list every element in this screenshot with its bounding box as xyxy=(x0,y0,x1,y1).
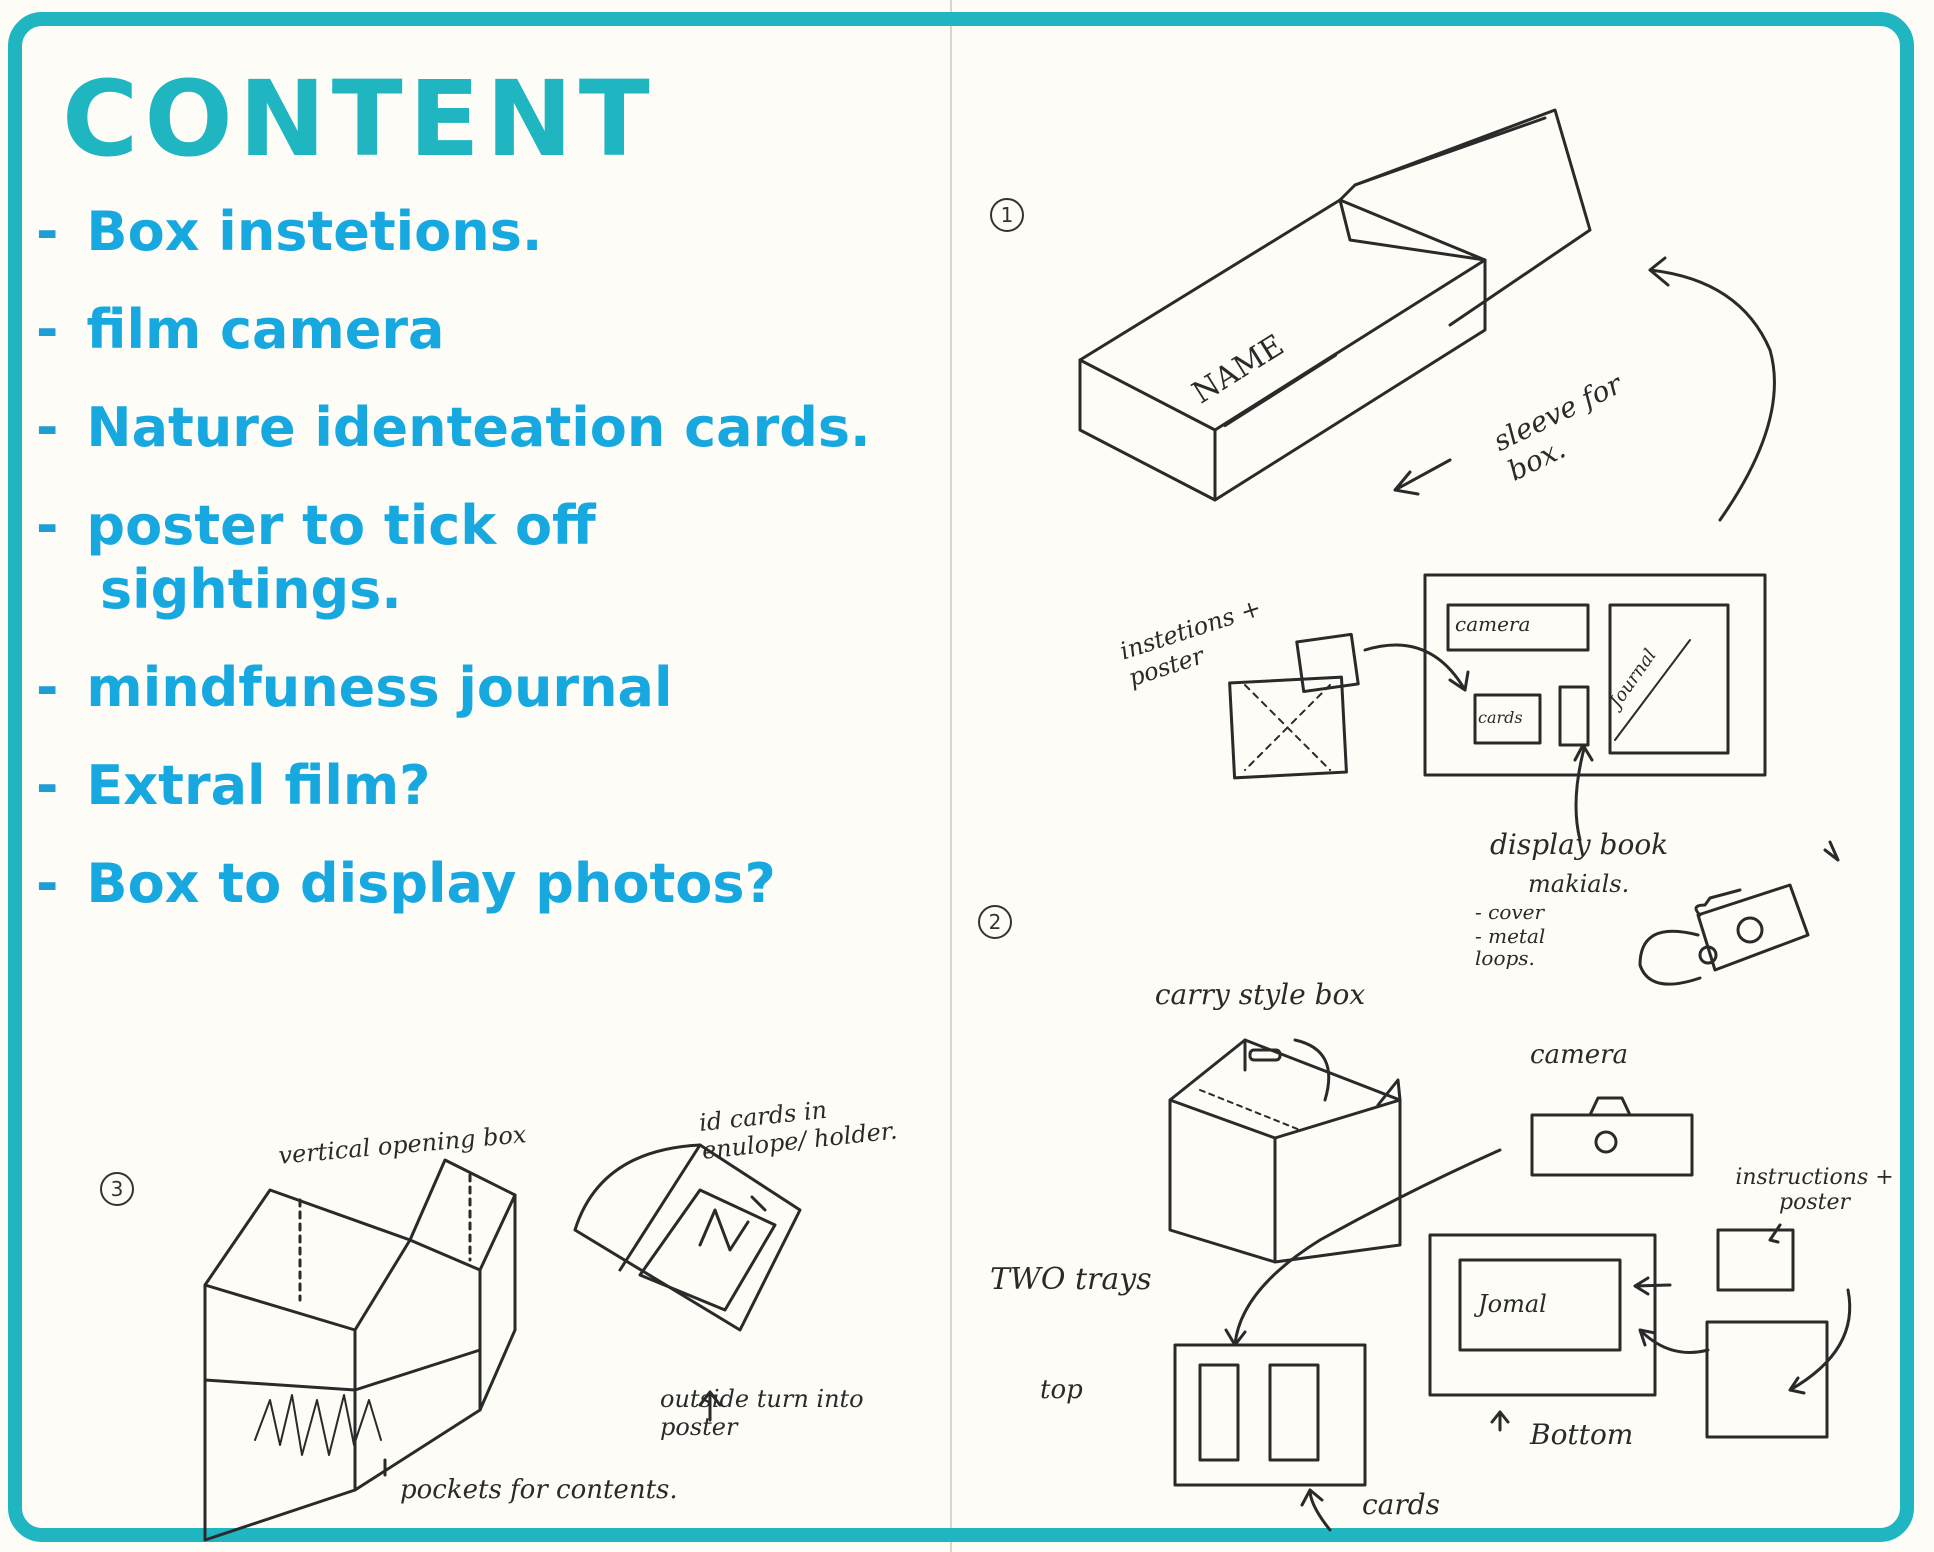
display-layout-sketch xyxy=(1228,573,1767,842)
sketch-label: - cover xyxy=(1475,900,1545,924)
page-title: CONTENT xyxy=(62,58,656,180)
list-item: -Box instetions. xyxy=(36,200,543,263)
sketch-label: makials. xyxy=(1528,870,1630,898)
carry-box-sketch xyxy=(1168,1038,1402,1264)
sketch-number-3: 3 xyxy=(100,1172,134,1206)
sketch-label: carry style box xyxy=(1154,978,1366,1011)
list-item: -film camera xyxy=(36,298,445,361)
vertical-box-sketch xyxy=(203,1158,517,1542)
sketch-label: TWO trays xyxy=(990,1262,1152,1297)
sketch-label: display book xyxy=(1490,828,1669,861)
list-item: -Nature identeation cards. xyxy=(36,396,871,459)
tray-label: camera xyxy=(1455,612,1531,636)
trays-sketch xyxy=(1173,1148,1852,1532)
sketch-label: Bottom xyxy=(1530,1418,1634,1451)
list-item: -mindfuness journal xyxy=(36,656,673,719)
sleeve-box-sketch xyxy=(1078,108,1776,522)
sketch-number-1: 1 xyxy=(990,198,1024,232)
notebook-spine xyxy=(950,0,952,1552)
list-item: -Box to display photos? xyxy=(36,852,776,915)
list-item: -poster to tick off sightings. xyxy=(36,494,596,621)
sketch-label: instructions + poster xyxy=(1735,1165,1894,1215)
list-item: -Extral film? xyxy=(36,754,431,817)
sketch-label: - metal loops. xyxy=(1475,924,1546,970)
sketch-label: outside turn into poster xyxy=(660,1385,864,1441)
large-camera-sketch xyxy=(1530,1096,1694,1177)
sketch-number-2: 2 xyxy=(978,905,1012,939)
sketch-label: cards xyxy=(1362,1488,1441,1521)
envelope-sketch xyxy=(573,1143,802,1422)
tray-label: cards xyxy=(1478,708,1523,727)
sketch-label: top xyxy=(1040,1375,1083,1405)
page-border xyxy=(8,12,1914,1542)
sketch-label: camera xyxy=(1530,1040,1629,1070)
small-camera-sketch xyxy=(1638,840,1840,986)
tray-label: Jomal xyxy=(1478,1290,1547,1318)
content-list: -Box instetions. -film camera -Nature id… xyxy=(36,200,916,950)
sketch-label: pockets for contents. xyxy=(400,1475,678,1505)
